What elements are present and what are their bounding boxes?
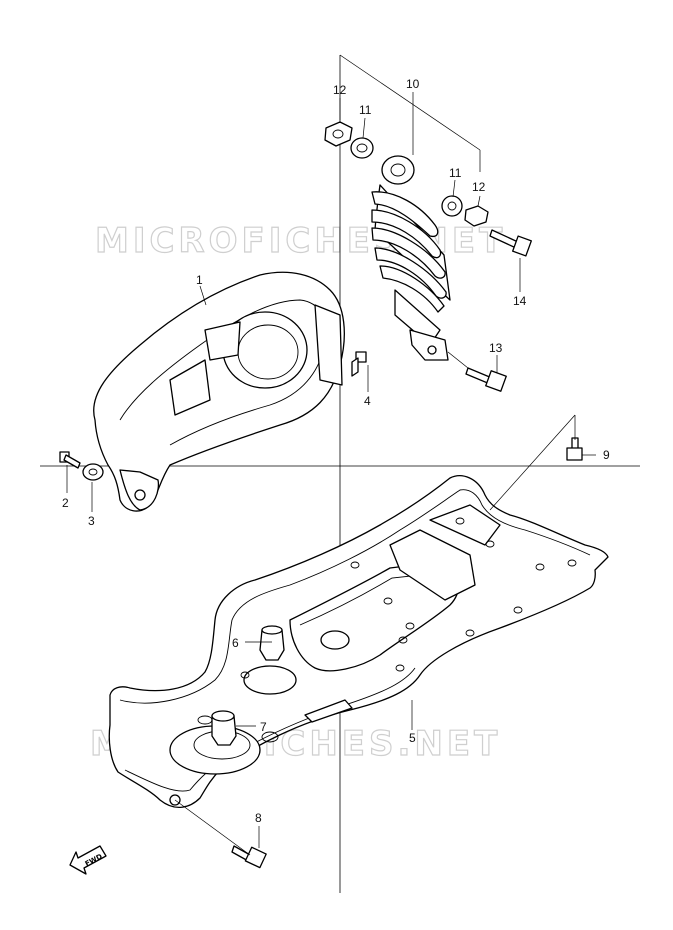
callout-3: 3 — [88, 514, 95, 528]
callout-5: 5 — [409, 731, 416, 745]
nut-12-right — [464, 205, 489, 227]
callout-2: 2 — [62, 496, 69, 510]
bumper-7 — [211, 710, 237, 746]
leader-lines — [66, 54, 596, 856]
callout-14: 14 — [513, 294, 527, 308]
bolt-14 — [489, 229, 532, 257]
bolt-9 — [566, 437, 583, 461]
bolt-2 — [59, 451, 81, 469]
bolt-4 — [351, 351, 367, 377]
callout-4: 4 — [364, 394, 371, 408]
fwd-arrow-icon: FWD — [69, 845, 107, 875]
callout-11-left: 11 — [359, 103, 372, 117]
washer-3 — [82, 463, 104, 481]
bushing-11-right — [441, 195, 463, 217]
callout-6: 6 — [232, 636, 239, 650]
bumper-6 — [259, 625, 285, 661]
callout-1: 1 — [196, 273, 203, 287]
callout-labels: 1 2 3 4 5 6 7 8 9 10 11 11 12 12 13 14 — [62, 77, 610, 825]
bolt-8 — [231, 845, 267, 869]
callout-9: 9 — [603, 448, 610, 462]
bushing-11-left — [350, 137, 374, 159]
bolt-13 — [465, 367, 507, 392]
nut-12-left — [324, 121, 353, 147]
callout-13: 13 — [489, 341, 503, 355]
callout-12-left: 12 — [333, 83, 347, 97]
chain-cover-part — [93, 271, 345, 512]
callout-8: 8 — [255, 811, 262, 825]
callout-7: 7 — [260, 720, 267, 734]
callout-11-right: 11 — [449, 166, 462, 180]
callout-10: 10 — [406, 77, 420, 91]
callout-12-right: 12 — [472, 180, 486, 194]
shock-absorber-part — [371, 155, 451, 361]
